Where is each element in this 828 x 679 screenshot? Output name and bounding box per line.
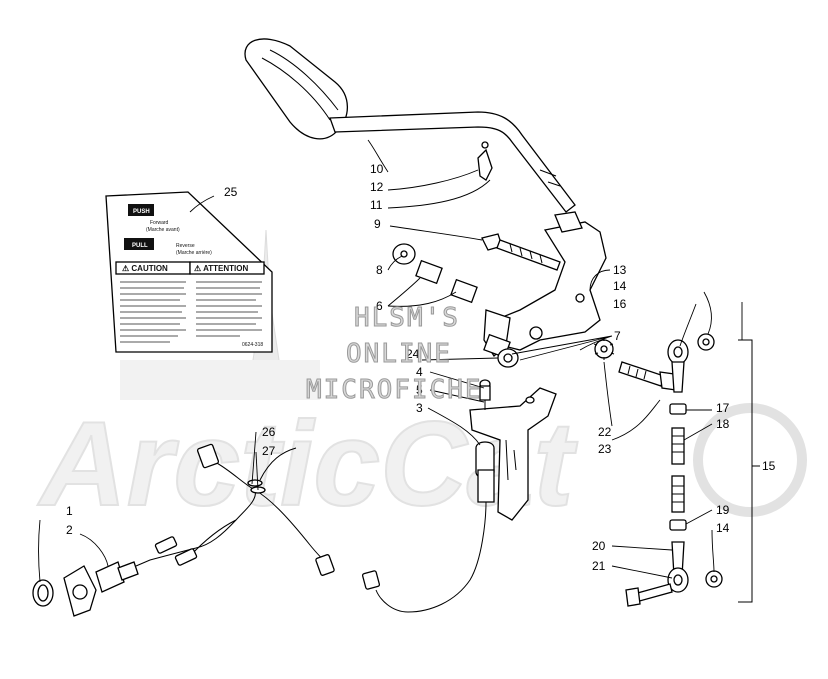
callout-labels: 10 12 11 9 8 6 13 14 16 7 24 4 5 3 26 27… <box>66 162 776 573</box>
callout-5: 5 <box>416 383 423 397</box>
callout-14-lower: 14 <box>716 521 730 535</box>
rod-end-lower <box>667 541 689 593</box>
callout-9: 9 <box>374 217 381 231</box>
decal-pull-caption-1: Reverse <box>176 243 195 249</box>
reverse-switch <box>32 561 139 617</box>
clip-pin <box>477 141 493 181</box>
pull-button-graphic <box>124 238 154 250</box>
decal-pull-caption-2: (Marche arrière) <box>176 250 212 256</box>
watermark-line-1: HLSM'S <box>354 303 460 333</box>
callout-20: 20 <box>592 539 606 553</box>
callout-24: 24 <box>406 347 420 361</box>
decal-push-label: PUSH <box>133 209 150 215</box>
callout-1: 1 <box>66 504 73 518</box>
callout-19: 19 <box>716 503 730 517</box>
decal-attention-title: ⚠ ATTENTION <box>194 264 249 273</box>
callout-4: 4 <box>416 365 423 379</box>
callout-26: 26 <box>262 425 276 439</box>
bushing-6a <box>415 259 443 285</box>
nut-14-upper <box>697 333 715 351</box>
nut-14-lower <box>705 570 723 588</box>
watermark-text: HLSM'S ONLINE MICROFICHE <box>306 303 483 406</box>
shift-rod-18 <box>671 427 685 513</box>
callout-11: 11 <box>370 198 383 212</box>
reverse-handle <box>244 38 576 213</box>
callout-22: 22 <box>598 425 612 439</box>
bolt-21 <box>625 583 673 607</box>
callout-7: 7 <box>614 329 621 343</box>
callout-10: 10 <box>370 162 384 176</box>
callout-21: 21 <box>592 559 606 573</box>
callout-15: 15 <box>762 459 776 473</box>
push-button-graphic <box>128 204 154 216</box>
callout-6: 6 <box>376 299 383 313</box>
bushing-6b <box>450 278 478 304</box>
leader-lines <box>38 139 743 583</box>
plunger-cable <box>361 469 495 613</box>
decal-pull-label: PULL <box>132 243 148 249</box>
callout-13: 13 <box>613 263 627 277</box>
star-washer-22 <box>593 338 615 360</box>
callout-14-upper: 14 <box>613 279 627 293</box>
callout-17: 17 <box>716 401 730 415</box>
decal-push-caption-2: (Marche avant) <box>146 227 180 233</box>
jam-nut-17 <box>669 403 687 415</box>
callout-27: 27 <box>262 444 276 458</box>
rod-end-upper <box>667 339 689 393</box>
warning-decal: PUSH Forward (Marche avant) PULL Reverse… <box>105 191 273 353</box>
watermark-line-2: ONLINE <box>346 339 452 369</box>
callout-12: 12 <box>370 180 384 194</box>
callout-8: 8 <box>376 263 383 277</box>
watermark-line-3: MICROFICHE <box>306 375 483 405</box>
callout-18: 18 <box>716 417 730 431</box>
jam-nut-19 <box>669 519 687 531</box>
callout-3: 3 <box>416 401 423 415</box>
wiring-harness <box>135 443 335 576</box>
shift-bracket <box>483 211 607 358</box>
bolt-9 <box>481 233 561 271</box>
assembly-bracket-15 <box>738 339 753 603</box>
callout-2: 2 <box>66 523 73 537</box>
decal-caution-title: ⚠ CAUTION <box>122 264 168 273</box>
callout-25: 25 <box>224 185 238 199</box>
switch-bracket <box>469 379 557 521</box>
callout-16: 16 <box>613 297 627 311</box>
decal-push-caption-1: Forward <box>150 220 169 226</box>
bolt-23 <box>618 361 677 391</box>
callout-23: 23 <box>598 442 612 456</box>
decal-part-code: 0624-318 <box>242 342 263 348</box>
